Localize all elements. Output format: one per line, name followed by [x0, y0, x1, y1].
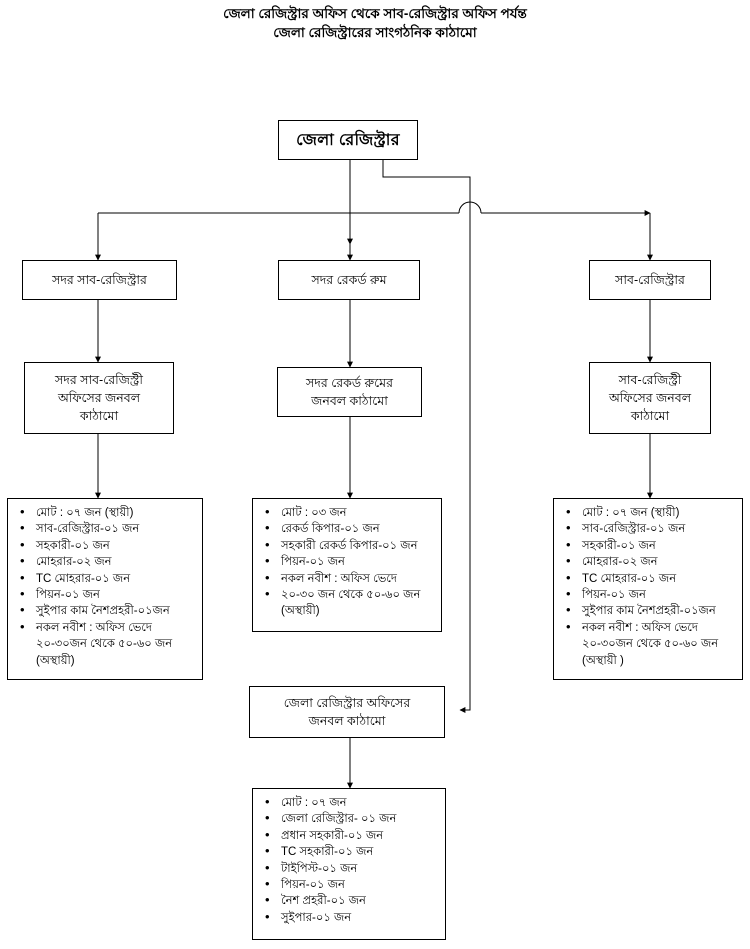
- node-sadar-record-room-label: সদর রেকর্ড রুম: [311, 272, 387, 287]
- staff-list: মোট : ০৭ জন জেলা রেজিস্ট্রার- ০১ জন প্রধ…: [257, 794, 441, 926]
- list-item: সুইপার-০১ জন: [265, 909, 441, 926]
- node-sub-registrar[interactable]: সাব-রেজিস্ট্রার: [589, 260, 711, 300]
- list-item: নকল নবীশ : অফিস ভেদে ২০-৩০জন থেকে ৫০-৬০ …: [566, 619, 738, 669]
- node-sub-registry-structure[interactable]: সাব-রেজিস্ট্রী অফিসের জনবল কাঠামো: [589, 362, 711, 434]
- list-item: জেলা রেজিস্ট্রার- ০১ জন: [265, 810, 441, 827]
- list-item: সুইপার কাম নৈশপ্রহরী-০১জন: [566, 602, 738, 619]
- node-sub-registrar-label: সাব-রেজিস্ট্রার: [615, 272, 685, 287]
- staff-list: মোট : ০৩ জন রেকর্ড কিপার-০১ জন সহকারী রে…: [257, 504, 437, 620]
- list-item: সহকারী রেকর্ড কিপার-০১ জন: [265, 537, 437, 554]
- list-item: নকল নবীশ : অফিস ভেদে: [265, 570, 437, 587]
- struct-line: জনবল কাঠামো: [308, 714, 386, 728]
- struct-line: অফিসের জনবল: [608, 391, 692, 405]
- node-sadar-sub-registrar[interactable]: সদর সাব-রেজিস্ট্রার: [22, 260, 177, 300]
- page-title: জেলা রেজিস্ট্রার অফিস থেকে সাব-রেজিস্ট্র…: [0, 4, 750, 42]
- list-item: রেকর্ড কিপার-০১ জন: [265, 520, 437, 537]
- list-item: সাব-রেজিস্ট্রার-০১ জন: [566, 520, 738, 537]
- edge-bus-hop: [458, 201, 482, 214]
- list-sub-registry-staff: মোট : ০৭ জন (স্থায়ী) সাব-রেজিস্ট্রার-০১…: [553, 498, 743, 680]
- struct-line: অফিসের জনবল: [57, 391, 141, 405]
- list-item: মোট : ০৩ জন: [265, 504, 437, 521]
- list-item: ২০-৩০ জন থেকে ৫০-৬০ জন (অস্থায়ী): [265, 586, 437, 620]
- list-item: পিয়ন-০১ জন: [265, 553, 437, 570]
- struct-line: সদর সাব-রেজিস্ট্রী: [55, 373, 143, 387]
- struct-line: জনবল কাঠামো: [311, 394, 388, 408]
- list-item: মোট : ০৭ জন: [265, 794, 441, 811]
- node-dr-office-structure[interactable]: জেলা রেজিস্ট্রার অফিসের জনবল কাঠামো: [249, 686, 445, 738]
- list-item: মোট : ০৭ জন (স্থায়ী): [566, 504, 738, 521]
- list-item: নৈশ প্রহরী-০১ জন: [265, 892, 441, 909]
- list-item: মোহরার-০২ জন: [20, 553, 198, 570]
- list-item: মোট : ০৭ জন (স্থায়ী): [20, 504, 198, 521]
- list-item: মোহরার-০২ জন: [566, 553, 738, 570]
- list-item: TC সহকারী-০১ জন: [265, 843, 441, 860]
- list-item: পিয়ন-০১ জন: [20, 586, 198, 603]
- node-sadar-record-room-structure[interactable]: সদর রেকর্ড রুমের জনবল কাঠামো: [277, 367, 422, 417]
- struct-line: কাঠামো: [630, 409, 670, 423]
- node-district-registrar[interactable]: জেলা রেজিস্ট্রার: [278, 120, 418, 160]
- list-item: TC মোহরার-০১ জন: [566, 570, 738, 587]
- list-item: সহকারী-০১ জন: [20, 537, 198, 554]
- list-dr-office-staff: মোট : ০৭ জন জেলা রেজিস্ট্রার- ০১ জন প্রধ…: [252, 788, 446, 940]
- page-title-line-1: জেলা রেজিস্ট্রার অফিস থেকে সাব-রেজিস্ট্র…: [223, 6, 527, 21]
- list-item: TC মোহরার-০১ জন: [20, 570, 198, 587]
- list-sadar-sub-registry-staff: মোট : ০৭ জন (স্থায়ী) সাব-রেজিস্ট্রার-০১…: [7, 498, 203, 680]
- list-item: সুইপার কাম নৈশপ্রহরী-০১জন: [20, 602, 198, 619]
- list-item: সহকারী-০১ জন: [566, 537, 738, 554]
- struct-line: সদর রেকর্ড রুমের: [306, 376, 393, 390]
- list-item: টাইপিস্ট-০১ জন: [265, 860, 441, 877]
- list-item: সাব-রেজিস্ট্রার-০১ জন: [20, 520, 198, 537]
- node-sadar-sub-registrar-label: সদর সাব-রেজিস্ট্রার: [52, 272, 147, 287]
- staff-list: মোট : ০৭ জন (স্থায়ী) সাব-রেজিস্ট্রার-০১…: [12, 504, 198, 669]
- list-item: পিয়ন-০১ জন: [566, 586, 738, 603]
- list-sadar-record-room-staff: মোট : ০৩ জন রেকর্ড কিপার-০১ জন সহকারী রে…: [252, 498, 442, 632]
- node-sadar-sub-registry-structure[interactable]: সদর সাব-রেজিস্ট্রী অফিসের জনবল কাঠামো: [24, 362, 174, 434]
- list-item: প্রধান সহকারী-০১ জন: [265, 827, 441, 844]
- list-item: পিয়ন-০১ জন: [265, 876, 441, 893]
- list-item: নকল নবীশ : অফিস ভেদে ২০-৩০জন থেকে ৫০-৬০ …: [20, 619, 198, 669]
- node-district-registrar-label: জেলা রেজিস্ট্রার: [296, 131, 400, 149]
- struct-line: সাব-রেজিস্ট্রী: [618, 373, 682, 387]
- struct-line: কাঠামো: [79, 409, 119, 423]
- staff-list: মোট : ০৭ জন (স্থায়ী) সাব-রেজিস্ট্রার-০১…: [558, 504, 738, 669]
- node-sadar-record-room[interactable]: সদর রেকর্ড রুম: [278, 260, 420, 300]
- struct-line: জেলা রেজিস্ট্রার অফিসের: [283, 696, 411, 710]
- page-title-line-2: জেলা রেজিস্ট্রারের সাংগঠনিক কাঠামো: [273, 25, 477, 40]
